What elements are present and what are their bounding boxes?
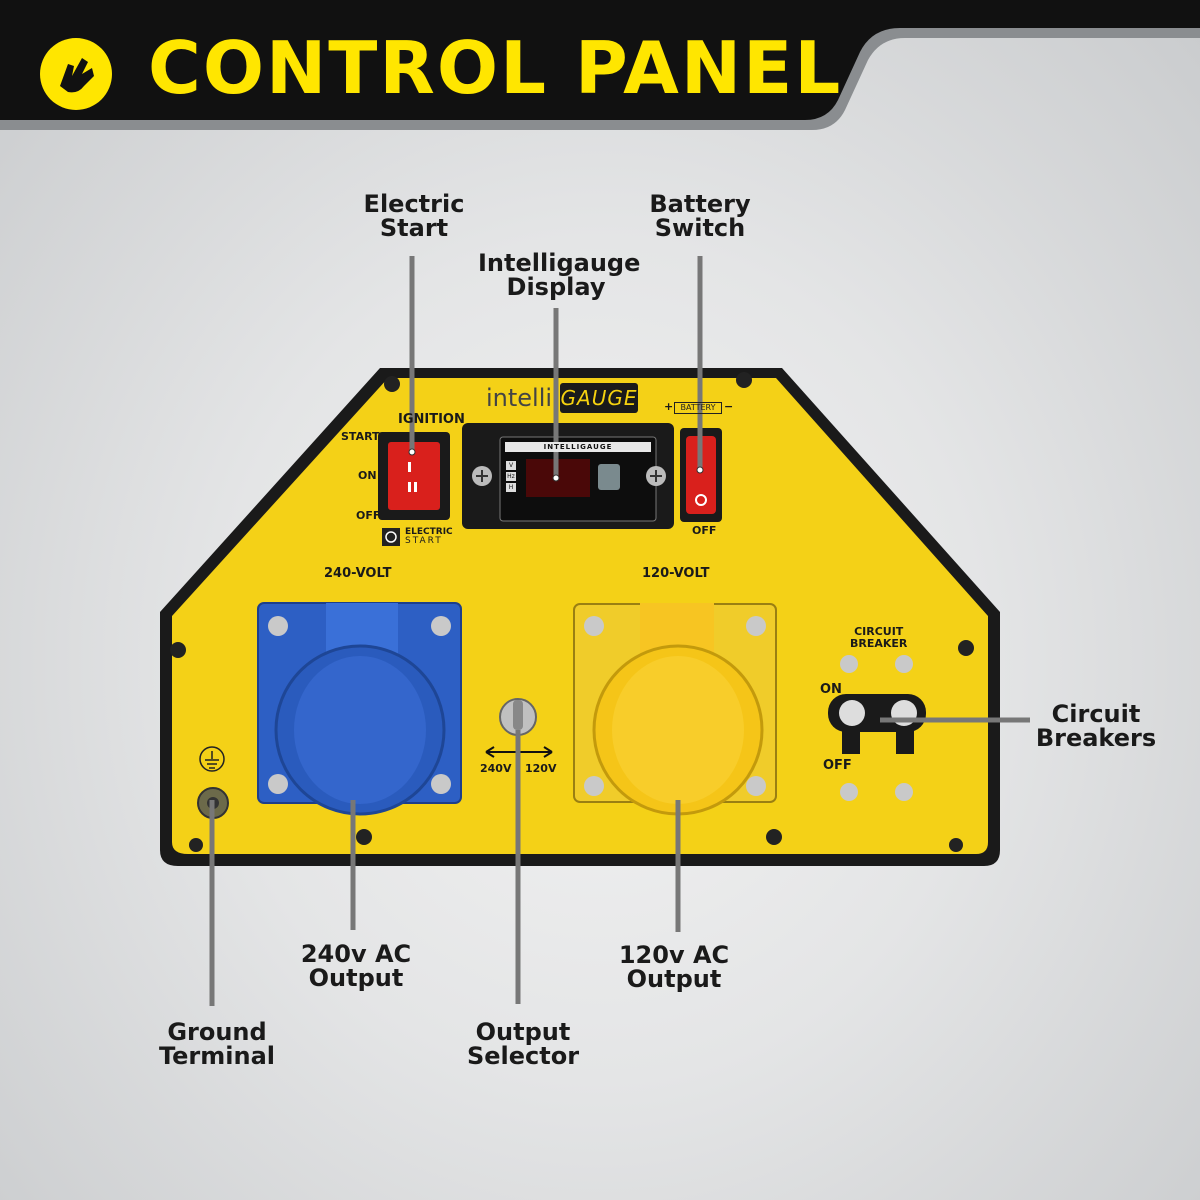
ignition-start-label: START [341,430,380,443]
circuit-breaker-label: CIRCUIT BREAKER [850,625,908,650]
display-header: INTELLIGAUGE [505,442,651,452]
panel-screws [170,372,974,852]
brand-intelli-text: intelli [486,384,553,412]
volt-120-label: 120-VOLT [642,566,710,581]
volt-240-label: 240-VOLT [324,566,392,581]
selector-120-label: 120V [525,762,557,775]
display-unit-h: H [506,483,516,492]
ignition-off-label: OFF [356,509,381,522]
breaker-1 [839,700,865,726]
breaker-on-label: ON [820,682,842,697]
display-unit-hz: Hz [506,472,516,481]
ground-icon [205,751,219,769]
hand-logo-icon [40,38,112,110]
breaker-off-label: OFF [823,758,852,773]
selector-240-label: 240V [480,762,512,775]
ground-icon-ring [199,746,225,772]
header-bar [0,0,1200,130]
electric-start-badge: ELECTRIC START [405,527,453,546]
power-icon-bg [382,528,400,546]
ignition-switch [388,442,440,510]
battery-switch [686,436,716,514]
ignition-on-label: ON [358,469,377,482]
battery-off-label: OFF [692,524,717,537]
display-unit-v: V [506,461,516,470]
page-title: CONTROL PANEL [148,26,843,110]
brand-gauge-badge: GAUGE [560,383,638,413]
battery-tag: BATTERY [674,402,722,414]
battery-minus: − [724,400,734,413]
battery-plus: + [664,400,674,413]
ignition-label: IGNITION [398,412,465,427]
